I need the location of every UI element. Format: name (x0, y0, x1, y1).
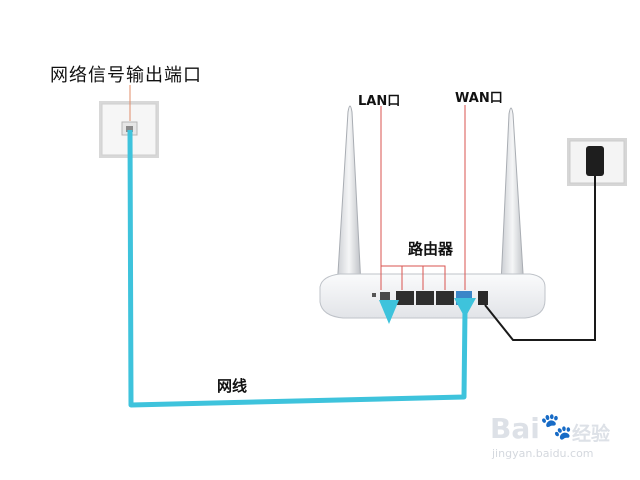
wan-port-label: WAN口 (455, 91, 503, 106)
wall-network-outlet (99, 85, 159, 158)
watermark-url: jingyan.baidu.com (492, 447, 594, 460)
power-port (478, 291, 488, 305)
watermark-brand: Bai (490, 412, 540, 445)
watermark: Bai 🐾 经验 jingyan.baidu.com (490, 410, 625, 465)
power-socket (567, 138, 627, 186)
network-cable (127, 129, 476, 408)
watermark-suffix: 经验 (572, 423, 611, 445)
power-adapter (586, 146, 604, 176)
paw-icon: 🐾 (540, 412, 573, 442)
router-antennas (335, 105, 526, 306)
power-cord (484, 176, 596, 341)
lan-port-3 (436, 291, 454, 305)
lan-port-1 (396, 291, 414, 305)
lan-arrow (379, 300, 399, 324)
router-body (319, 273, 546, 319)
port-pointer-lines (380, 105, 466, 290)
router-label: 路由器 (408, 240, 454, 258)
signal-outlet-label: 网络信号输出端口 (50, 65, 202, 86)
cable-label: 网线 (217, 377, 248, 395)
lan-port-2 (416, 291, 434, 305)
lan-port-label: LAN口 (358, 94, 401, 109)
